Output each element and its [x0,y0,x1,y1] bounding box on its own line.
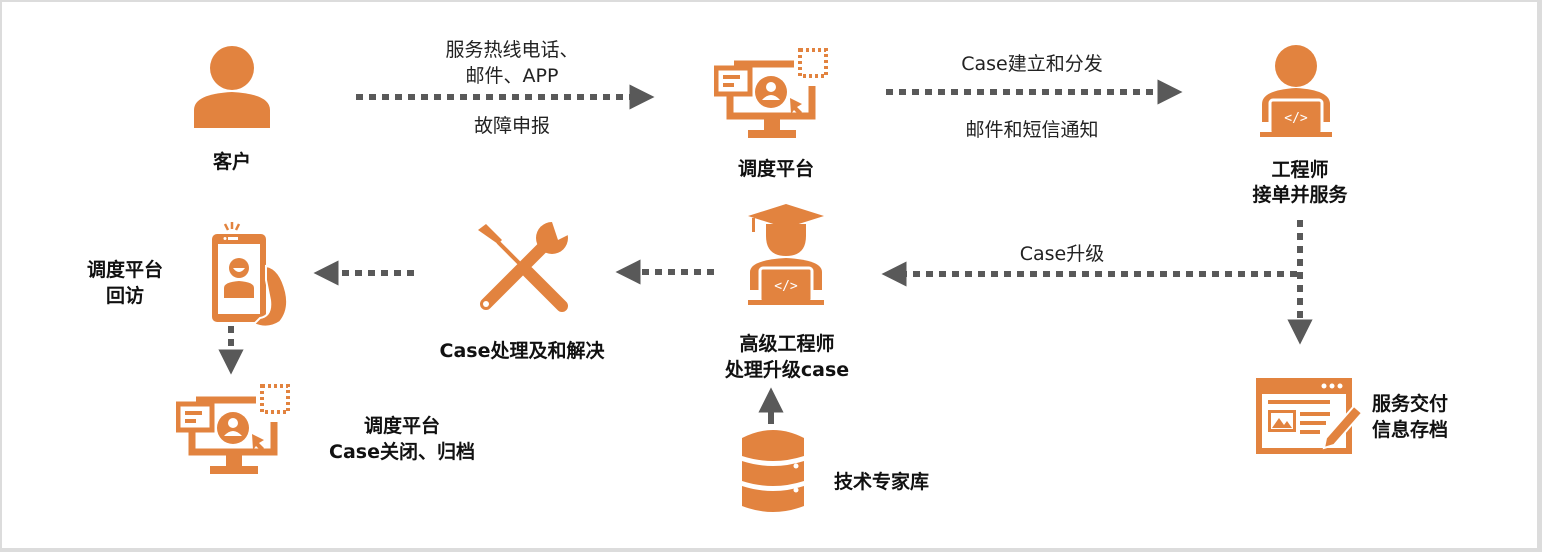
user-icon [194,46,270,128]
developer-laptop-icon: </> [1260,45,1332,137]
followup-label-2: 回访 [105,285,144,307]
dispatch-notify-label: 邮件和短信通知 [965,119,1099,141]
archive-label-2: 信息存档 [1372,419,1449,441]
expert-db-label: 技术专家库 [834,471,930,493]
svg-text:</>: </> [1284,111,1308,126]
graduate-developer-icon: </> [748,204,824,305]
senior-label-2: 处理升级case [724,359,850,381]
tools-icon [478,220,570,312]
escalate-label: Case升级 [1019,243,1105,265]
monitor-user-icon [176,384,290,474]
svg-text:</>: </> [774,279,798,294]
monitor-user-icon [714,48,828,138]
close-label-2: Case关闭、归档 [329,441,475,463]
customer-label: 客户 [212,151,251,173]
engineer-label-1: 工程师 [1271,159,1329,181]
engineer-label-2: 接单并服务 [1252,184,1348,206]
senior-label-1: 高级工程师 [739,333,835,355]
report-channel-label-2: 邮件、APP [465,65,559,87]
document-edit-icon [1256,378,1364,454]
database-icon [742,430,804,514]
resolve-label: Case处理及和解决 [439,340,605,362]
dispatch-action-label: Case建立和分发 [961,53,1103,75]
dispatch-label: 调度平台 [737,158,814,180]
close-label-1: 调度平台 [363,415,440,437]
followup-label-1: 调度平台 [86,259,163,281]
report-action-label: 故障申报 [473,115,550,137]
archive-label-1: 服务交付 [1372,393,1449,415]
phone-call-icon [212,222,289,326]
report-channel-label-1: 服务热线电话、 [445,39,579,61]
